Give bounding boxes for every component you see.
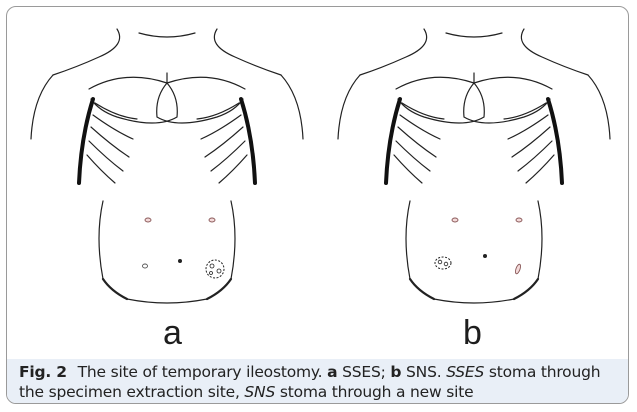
torso-illustration-b xyxy=(314,7,629,317)
figure-caption: Fig. 2 The site of temporary ileostomy. … xyxy=(19,362,623,402)
torso-illustration-a xyxy=(7,7,323,317)
stoma-mark-a xyxy=(206,260,224,278)
caption-sns-abbr: SNS xyxy=(244,383,275,401)
caption-sses-label: SSES; xyxy=(342,363,386,381)
panel-label-a: a xyxy=(163,313,182,353)
figure-frame: a b Fig. 2 The site of temporary ileosto… xyxy=(6,6,629,404)
stoma-mark-b xyxy=(435,257,451,269)
figure-number: Fig. 2 xyxy=(19,363,67,381)
caption-title: The site of temporary ileostomy. xyxy=(78,363,323,381)
caption-sns-label: SNS. xyxy=(406,363,441,381)
caption-panel-a-ref: a xyxy=(327,363,337,381)
panel-label-b: b xyxy=(463,313,482,353)
caption-sses-abbr: SSES xyxy=(446,363,484,381)
caption-panel-b-ref: b xyxy=(390,363,401,381)
caption-sns-def: stoma through a new site xyxy=(280,383,474,401)
